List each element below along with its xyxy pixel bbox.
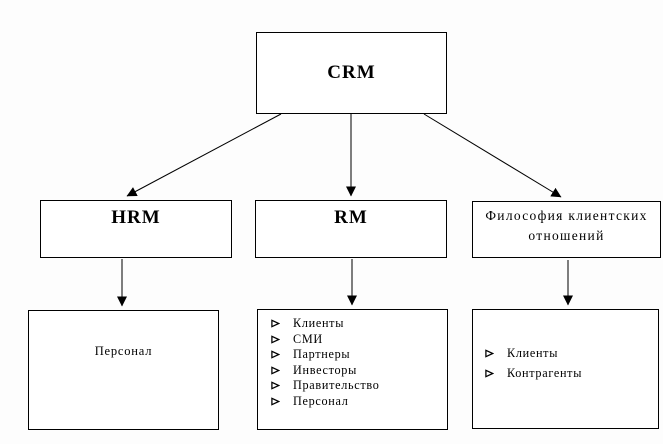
philosophy-audience-list: Клиенты Контрагенты bbox=[473, 310, 658, 383]
list-item-label: Партнеры bbox=[293, 347, 351, 362]
list-item: СМИ bbox=[271, 332, 443, 348]
arrow-bullet-icon bbox=[485, 348, 494, 358]
arrow-bullet-icon bbox=[271, 366, 280, 375]
list-item: Персонал bbox=[271, 394, 443, 410]
box-rm-label: RM bbox=[334, 207, 368, 228]
list-item-label: Клиенты bbox=[507, 345, 559, 360]
box-personnel: Персонал bbox=[28, 310, 219, 430]
arrow-crm-to-philosophy bbox=[423, 113, 562, 198]
rm-audience-list: Клиенты СМИ Партнеры Инвесторы Правитель… bbox=[258, 310, 447, 409]
arrow-crm-to-hrm bbox=[126, 113, 282, 197]
arrow-bullet-icon bbox=[271, 381, 280, 390]
list-item: Клиенты bbox=[485, 343, 654, 363]
list-item: Правительство bbox=[271, 378, 443, 394]
list-item-label: Клиенты bbox=[293, 316, 345, 331]
arrow-bullet-icon bbox=[485, 368, 494, 378]
list-item: Контрагенты bbox=[485, 363, 654, 383]
list-item: Клиенты bbox=[271, 316, 443, 332]
list-item: Инвесторы bbox=[271, 363, 443, 379]
box-philosophy: Философия клиентских отношений bbox=[472, 201, 661, 258]
box-rm-audiences: Клиенты СМИ Партнеры Инвесторы Правитель… bbox=[257, 309, 448, 430]
list-item-label: Персонал bbox=[293, 393, 349, 408]
box-crm-label: CRM bbox=[327, 62, 376, 83]
box-rm: RM bbox=[255, 200, 447, 258]
box-crm: CRM bbox=[256, 32, 447, 114]
box-hrm-label: HRM bbox=[111, 207, 161, 228]
arrow-bullet-icon bbox=[271, 350, 280, 359]
box-philosophy-label: Философия клиентских отношений bbox=[485, 208, 648, 243]
list-item-label: Контрагенты bbox=[507, 365, 583, 380]
box-personnel-label: Персонал bbox=[94, 344, 153, 358]
arrow-bullet-icon bbox=[271, 335, 280, 344]
list-item-label: Правительство bbox=[293, 378, 380, 393]
arrow-bullet-icon bbox=[271, 319, 280, 328]
list-item: Партнеры bbox=[271, 347, 443, 363]
list-item-label: Инвесторы bbox=[293, 362, 357, 377]
box-philosophy-audiences: Клиенты Контрагенты bbox=[472, 309, 659, 429]
arrow-bullet-icon bbox=[271, 397, 280, 406]
box-hrm: HRM bbox=[40, 200, 232, 258]
list-item-label: СМИ bbox=[293, 331, 323, 346]
